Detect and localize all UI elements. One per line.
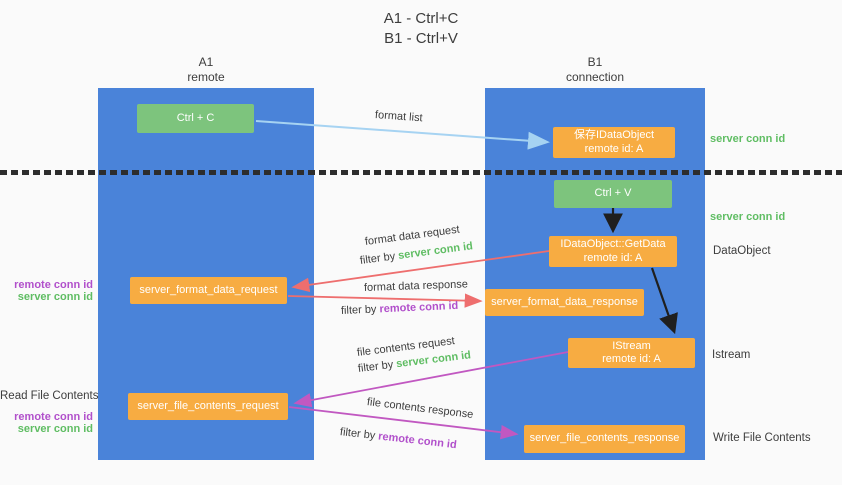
title-line-2: B1 - Ctrl+V bbox=[384, 30, 458, 47]
node-idataobject-getdata: IDataObject::GetData remote id: A bbox=[549, 236, 677, 267]
lane-a1-role: remote bbox=[187, 70, 225, 84]
lane-b1-role: connection bbox=[565, 70, 625, 84]
label-server-conn-id-mid: server conn id bbox=[710, 211, 786, 223]
node-server-format-data-response: server_format_data_response bbox=[485, 289, 644, 316]
label-server-conn-id-top: server conn id bbox=[710, 133, 786, 145]
node-istream-line1: IStream bbox=[612, 339, 651, 352]
lane-b1-name: B1 bbox=[587, 55, 603, 69]
node-getdata-line1: IDataObject::GetData bbox=[560, 238, 666, 250]
filter4-value: remote conn id bbox=[377, 430, 458, 452]
session-divider-dotted-line bbox=[0, 170, 842, 175]
lane-header-a1: A1 remote bbox=[98, 55, 314, 85]
label-remote-conn-id-1: remote conn id bbox=[14, 279, 93, 291]
node-server-format-data-request: server_format_data_request bbox=[130, 277, 287, 304]
filter2-prefix: filter by bbox=[340, 303, 380, 317]
filter1-prefix: filter by bbox=[359, 250, 399, 267]
label-filter-by-remote-conn-id-1: filter by remote conn id bbox=[341, 300, 459, 317]
label-remote-conn-id-2: remote conn id bbox=[14, 411, 93, 423]
node-server-file-contents-request: server_file_contents_request bbox=[128, 393, 288, 420]
node-istream: IStream remote id: A bbox=[568, 338, 695, 368]
node-istream-line2: remote id: A bbox=[602, 353, 661, 365]
label-file-contents-response: file contents response bbox=[366, 396, 474, 421]
diagram-title: A1 - Ctrl+C B1 - Ctrl+V bbox=[0, 9, 842, 49]
filter4-prefix: filter by bbox=[339, 426, 379, 443]
lane-a1-name: A1 bbox=[198, 55, 214, 69]
node-ctrl-v: Ctrl + V bbox=[554, 180, 672, 208]
label-istream: Istream bbox=[712, 349, 751, 361]
lane-header-b1: B1 connection bbox=[485, 55, 705, 85]
title-line-1: A1 - Ctrl+C bbox=[383, 10, 459, 27]
label-server-conn-id-1: server conn id bbox=[17, 291, 93, 303]
node-ctrl-v-label: Ctrl + V bbox=[594, 187, 632, 200]
filter2-value: remote conn id bbox=[379, 299, 459, 316]
label-write-file-contents: Write File Contents bbox=[713, 432, 811, 444]
filter1-value: server conn id bbox=[397, 240, 474, 262]
label-dataobject: DataObject bbox=[713, 245, 771, 257]
label-format-data-response: format data response bbox=[363, 278, 469, 294]
node-save-idataobject-line2: remote id: A bbox=[584, 142, 644, 155]
node-ctrl-c: Ctrl + C bbox=[137, 104, 254, 133]
node-ctrl-c-label: Ctrl + C bbox=[176, 111, 215, 124]
node-getdata-line2: remote id: A bbox=[583, 251, 643, 264]
label-filter-by-remote-conn-id-2: filter by remote conn id bbox=[339, 426, 457, 451]
node-server-file-contents-response-label: server_file_contents_response bbox=[529, 432, 680, 445]
filter3-prefix: filter by bbox=[357, 358, 397, 375]
node-server-format-data-request-label: server_format_data_request bbox=[139, 283, 278, 296]
node-save-idataobject: 保存IDataObject remote id: A bbox=[553, 127, 675, 158]
node-server-file-contents-response: server_file_contents_response bbox=[524, 425, 685, 453]
label-server-conn-id-2: server conn id bbox=[17, 423, 93, 435]
node-save-idataobject-line1: 保存IDataObject bbox=[573, 129, 655, 141]
node-server-format-data-response-label: server_format_data_response bbox=[491, 295, 638, 308]
label-format-list: format list bbox=[374, 109, 423, 125]
label-read-file-contents: Read File Contents bbox=[0, 390, 99, 402]
node-server-file-contents-request-label: server_file_contents_request bbox=[137, 399, 279, 412]
